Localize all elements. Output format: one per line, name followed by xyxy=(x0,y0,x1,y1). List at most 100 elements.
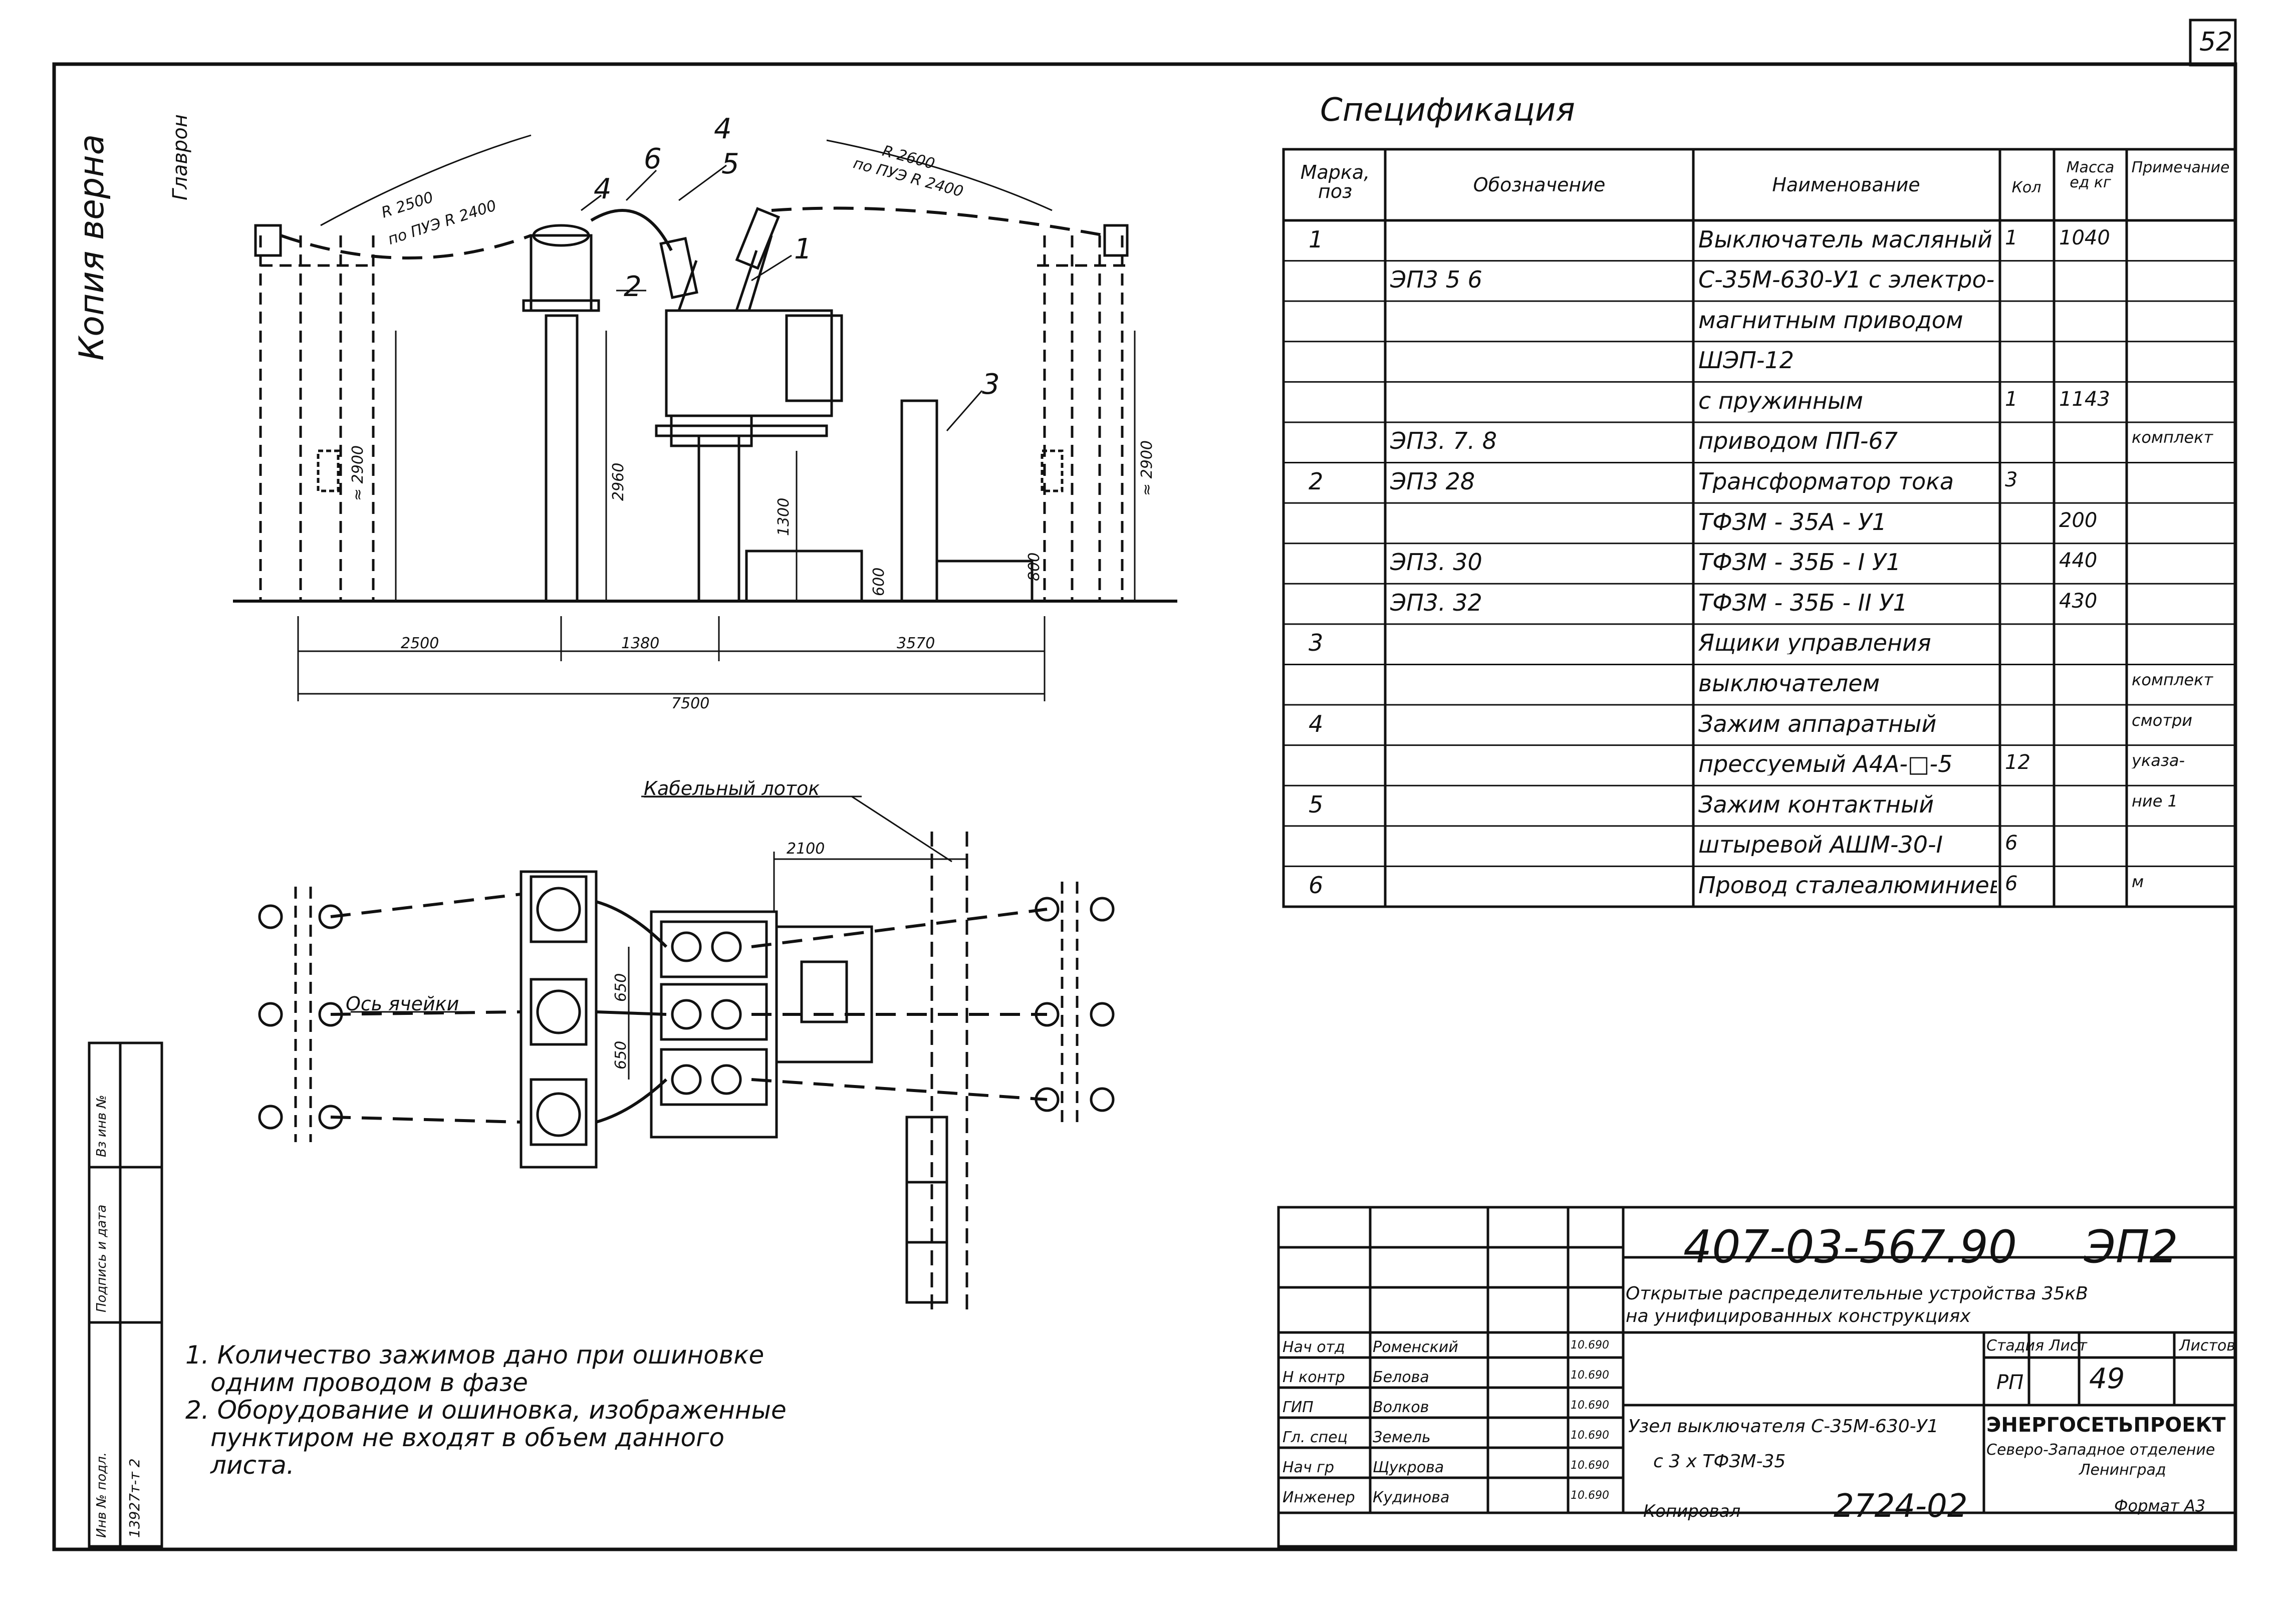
spec-table-lines xyxy=(1282,148,2237,908)
spec-cell-name: прессуемый А4А-□-5 xyxy=(1698,752,1953,776)
spec-cell-note: смотри xyxy=(2132,712,2193,728)
breaker-support xyxy=(697,434,740,603)
staff-date: 10.690 xyxy=(1571,1399,1609,1412)
staff-date: 10.690 xyxy=(1571,1489,1609,1502)
bus-mid xyxy=(590,209,673,251)
org-sub-1: Северо-Западное отделение xyxy=(1986,1441,2215,1459)
stage-label: Стадия xyxy=(1986,1337,2045,1355)
staff-date: 10.690 xyxy=(1571,1429,1609,1442)
callout-4a: 4 xyxy=(594,173,612,205)
spec-title: Спецификация xyxy=(1320,92,1575,129)
callout-3: 3 xyxy=(982,368,1000,401)
staff-role: Гл. спец xyxy=(1283,1429,1348,1446)
bus-right xyxy=(771,206,1105,237)
spec-cell-mark: 3 xyxy=(1309,631,1324,655)
staff-date: 10.690 xyxy=(1571,1459,1609,1472)
dim-width-1: 2500 xyxy=(401,635,439,652)
left-strip-inv-label: Инв № подл. xyxy=(94,1452,109,1538)
staff-role: Инженер xyxy=(1283,1489,1355,1506)
callout-6: 6 xyxy=(644,143,662,175)
spec-cell-name: ТФЗМ - 35Б - II У1 xyxy=(1698,591,1908,614)
spec-cell-designation: ЭП3. 32 xyxy=(1390,591,1482,614)
sheet-code: ЭП2 xyxy=(2084,1221,2178,1273)
spec-header-name: Наименование xyxy=(1772,174,1920,196)
spec-cell-qty: 1 xyxy=(2005,389,2018,409)
dim-total-width: 7500 xyxy=(671,695,710,712)
left-strip-value: 13927т-т 2 xyxy=(126,1458,143,1538)
stage-value: РП xyxy=(1996,1371,2024,1394)
spec-cell-mark: 4 xyxy=(1309,712,1324,735)
spec-cell-note: ние 1 xyxy=(2132,792,2178,809)
spec-cell-name: выключателем xyxy=(1698,671,1880,695)
spec-cell-designation: ЭП3 5 6 xyxy=(1390,268,1482,292)
staff-name: Волков xyxy=(1373,1399,1429,1416)
staff-role: ГИП xyxy=(1283,1399,1314,1416)
callout-4b: 4 xyxy=(714,113,732,145)
spec-cell-note: указа- xyxy=(2132,752,2185,769)
spec-cell-mass: 200 xyxy=(2059,510,2098,530)
sheet-value: 49 xyxy=(2089,1363,2125,1395)
spec-cell-qty: 1 xyxy=(2005,227,2018,248)
plan-dim-phase-1: 650 xyxy=(612,973,630,1002)
spec-cell-mass: 1040 xyxy=(2059,227,2110,248)
spec-cell-name: Зажим контактный xyxy=(1698,792,1934,816)
copy-verified-stamp: Копия верна xyxy=(72,134,112,361)
spec-cell-name: ШЭП-12 xyxy=(1698,349,1795,372)
spec-cell-name: ТФЗМ - 35А - У1 xyxy=(1698,510,1887,533)
spec-cell-name: Ящики управления xyxy=(1698,631,1931,655)
spec-cell-name: С-35М-630-У1 с электро- xyxy=(1698,268,1995,292)
right-portal-box xyxy=(1041,449,1064,492)
staff-name: Роменский xyxy=(1373,1338,1458,1356)
title-block-lines xyxy=(1277,1206,2237,1548)
spec-header-mass: Масса ед кг xyxy=(2066,159,2115,191)
dim-height-breaker: 1300 xyxy=(775,497,793,536)
left-strip-sign-label: Подпись и дата xyxy=(94,1204,109,1312)
spec-cell-name: Зажим аппаратный xyxy=(1698,712,1937,735)
spec-cell-name: Провод сталеалюминиевый xyxy=(1698,873,1997,897)
org-name: ЭНЕРГОСЕТЬПРОЕКТ xyxy=(1986,1414,2226,1437)
staff-date: 10.690 xyxy=(1571,1369,1609,1382)
spec-cell-qty: 12 xyxy=(2005,752,2030,773)
spec-cell-note: комплект xyxy=(2132,671,2213,688)
spec-cell-designation: ЭП3. 7. 8 xyxy=(1390,429,1497,453)
spec-cell-name: с пружинным xyxy=(1698,389,1863,412)
staff-name: Белова xyxy=(1373,1369,1429,1386)
spec-cell-mass: 430 xyxy=(2059,591,2098,611)
floor-cabinet xyxy=(935,560,1034,603)
spec-cell-qty: 6 xyxy=(2005,833,2018,854)
note-2-line-1: 2. Оборудование и ошиновка, изображенные xyxy=(185,1396,787,1425)
document-code: 407-03-567.90 xyxy=(1683,1221,2017,1273)
ct-support xyxy=(545,314,579,603)
dim-height-right: ≈ 2900 xyxy=(1138,440,1156,496)
spec-cell-mark: 1 xyxy=(1309,227,1324,251)
ct-top xyxy=(532,224,590,247)
cable-trough xyxy=(745,550,863,603)
sheet-number-box xyxy=(2189,19,2237,67)
spec-cell-mass: 440 xyxy=(2059,551,2098,571)
side-signature: Главрон xyxy=(169,114,192,200)
spec-cell-designation: ЭП3 28 xyxy=(1390,470,1475,493)
cable-channel-label: Кабельный лоток xyxy=(644,777,820,799)
spec-cell-name: магнитным приводом xyxy=(1698,308,1963,332)
spec-cell-name: Трансформатор тока xyxy=(1698,470,1954,493)
drawing-title-2: с 3 х ТФЗМ-35 xyxy=(1653,1451,1786,1472)
callout-2: 2 xyxy=(624,271,642,303)
sheet-label: Лист xyxy=(2049,1337,2088,1355)
dim-height-left: ≈ 2900 xyxy=(349,445,367,501)
callout-1: 1 xyxy=(794,233,812,265)
spec-cell-mark: 2 xyxy=(1309,470,1324,493)
plan-dim-top: 2100 xyxy=(787,840,825,858)
staff-name: Кудинова xyxy=(1373,1489,1450,1506)
spec-cell-name: штыревой АШМ-30-I xyxy=(1698,833,1943,857)
sheet-number: 52 xyxy=(2199,27,2233,57)
spec-cell-note: комплект xyxy=(2132,429,2213,446)
spec-header-designation: Обозначение xyxy=(1473,174,1606,196)
ct-base xyxy=(522,299,600,312)
plan-view xyxy=(258,795,1115,1312)
staff-name: Земель xyxy=(1373,1429,1431,1446)
left-strip-vz-label: Вз инв № xyxy=(94,1095,109,1157)
dim-height-small-2: 800 xyxy=(1026,552,1043,581)
drawing-title-1: Узел выключателя С-35М-630-У1 xyxy=(1628,1416,1939,1437)
